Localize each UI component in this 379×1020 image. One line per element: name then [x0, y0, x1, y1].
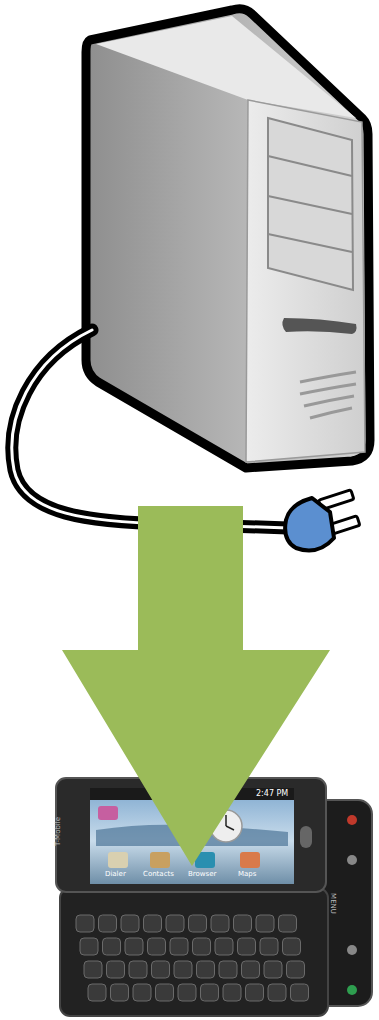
keyboard-key — [103, 938, 121, 955]
keyboard-key — [99, 915, 117, 932]
button-label: MENU — [329, 893, 336, 914]
keyboard-key — [129, 961, 147, 978]
server-tower — [86, 9, 370, 468]
keyboard-key — [133, 984, 151, 1001]
keyboard-key — [174, 961, 192, 978]
keyboard-key — [283, 938, 301, 955]
keyboard-key — [84, 961, 102, 978]
keyboard-key — [156, 984, 174, 1001]
keyboard-key — [260, 938, 278, 955]
keyboard-key — [144, 915, 162, 932]
keyboard-key — [279, 915, 297, 932]
keyboard-key — [107, 961, 125, 978]
keyboard-key — [223, 984, 241, 1001]
keyboard-key — [242, 961, 260, 978]
keyboard-key — [201, 984, 219, 1001]
keyboard-key — [246, 984, 264, 1001]
keyboard-key — [111, 984, 129, 1001]
keyboard-key — [219, 961, 237, 978]
keyboard-key — [268, 984, 286, 1001]
keyboard-key — [287, 961, 305, 978]
keyboard-key — [121, 915, 139, 932]
keyboard-key — [88, 984, 106, 1001]
keyboard-key — [234, 915, 252, 932]
keyboard-key — [211, 915, 229, 932]
keyboard-key — [170, 938, 188, 955]
app-label: Browser — [188, 871, 216, 878]
keyboard-key — [193, 938, 211, 955]
keyboard-key — [166, 915, 184, 932]
keyboard-key — [291, 984, 309, 1001]
keyboard — [76, 915, 309, 1001]
keyboard-key — [215, 938, 233, 955]
keyboard-key — [152, 961, 170, 978]
keyboard-key — [178, 984, 196, 1001]
app-label: Contacts — [143, 871, 174, 878]
app-label: Dialer — [105, 871, 126, 878]
keyboard-key — [76, 915, 94, 932]
keyboard-key — [80, 938, 98, 955]
app-label: Maps — [238, 871, 256, 878]
keyboard-key — [189, 915, 207, 932]
keyboard-key — [264, 961, 282, 978]
keyboard-key — [148, 938, 166, 955]
keyboard-key — [125, 938, 143, 955]
brand-label: T-Mobile — [55, 817, 62, 846]
keyboard-key — [197, 961, 215, 978]
keyboard-key — [256, 915, 274, 932]
status-time: 2:47 PM — [256, 790, 288, 798]
down-arrow — [62, 506, 330, 866]
keyboard-key — [238, 938, 256, 955]
